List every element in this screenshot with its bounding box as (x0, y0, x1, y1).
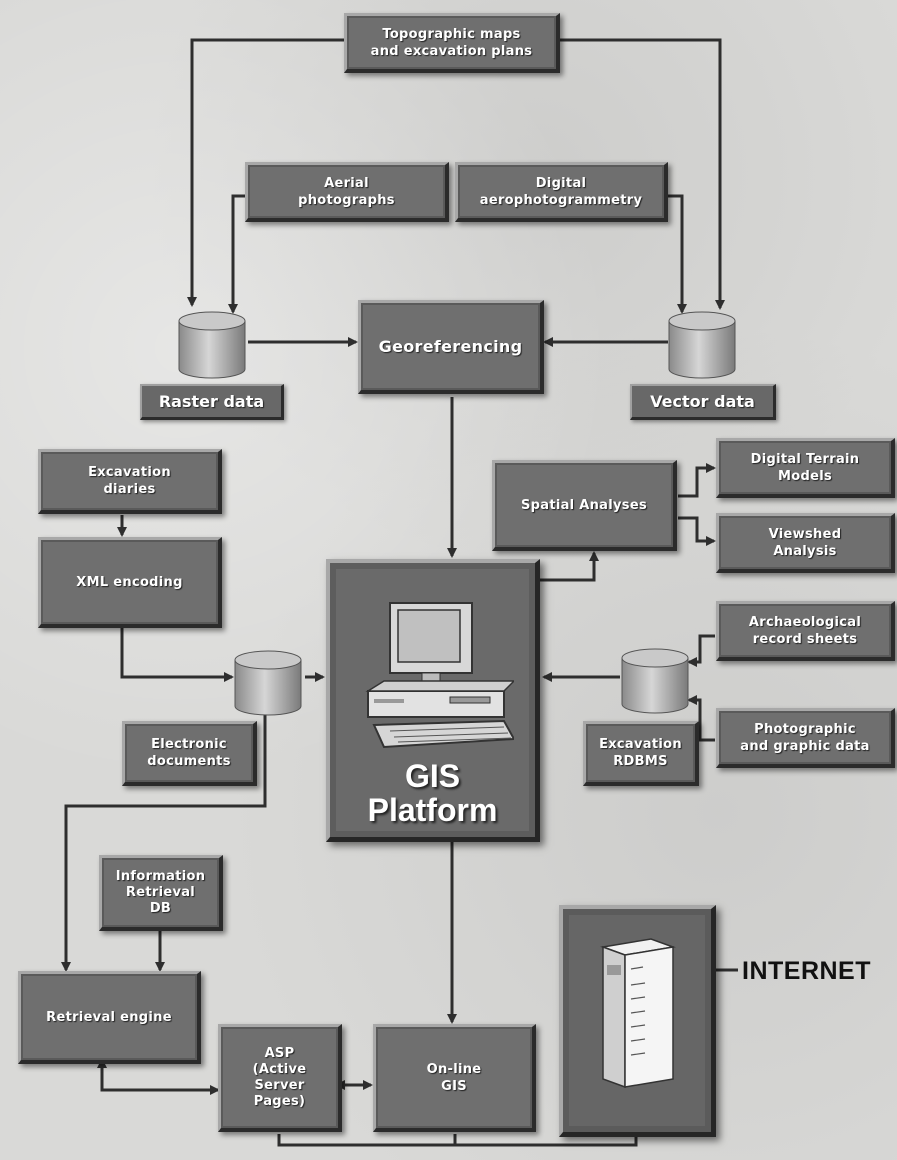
topographic-maps-box: Topographic maps and excavation plans (344, 13, 560, 73)
connector-bus-server (277, 1134, 638, 1147)
spatial-analyses-box: Spatial Analyses (492, 460, 677, 551)
connector-spatial-viewshed (678, 516, 716, 546)
vector-data-label: Vector data (630, 384, 776, 420)
excavation-diaries-box: Excavation diaries (38, 449, 222, 514)
connector-aerial-raster (228, 194, 246, 314)
connector-topo-raster (187, 38, 345, 307)
server-panel (559, 905, 716, 1137)
connector-db-retrieval (61, 712, 267, 972)
connector-xml-db (120, 628, 234, 682)
database-cylinder-icon (234, 650, 302, 716)
georeferencing-box: Georeferencing (358, 300, 544, 394)
asp-box: ASP (Active Server Pages) (218, 1024, 342, 1132)
aerial-photographs-box: Aerial photographs (245, 162, 449, 222)
photographic-graphic-data-box: Photographic and graphic data (716, 708, 895, 768)
viewshed-analysis-box: Viewshed Analysis (716, 513, 895, 573)
electronic-documents-box: Electronic documents (122, 721, 257, 786)
digital-aerophotogrammetry-box: Digital aerophotogrammetry (455, 162, 668, 222)
information-retrieval-db-box: Information Retrieval DB (99, 855, 223, 931)
connector-records-rdbms (687, 634, 715, 667)
xml-encoding-box: XML encoding (38, 537, 222, 628)
retrieval-engine-box: Retrieval engine (18, 971, 201, 1064)
online-gis-box: On-line GIS (373, 1024, 536, 1132)
connector-spatial-dtm (678, 463, 716, 498)
raster-data-label: Raster data (140, 384, 284, 420)
connector-gis-spatial (540, 551, 599, 582)
connector-topo-vector (560, 38, 725, 310)
database-cylinder-icon (668, 311, 736, 379)
database-cylinder-icon (621, 648, 689, 714)
internet-label: INTERNET (742, 957, 871, 985)
connector-photo-rdbms (687, 695, 715, 742)
server-rack-icon (600, 938, 676, 1089)
archaeological-record-sheets-box: Archaeological record sheets (716, 601, 895, 661)
computer-icon (365, 602, 514, 749)
excavation-rdbms-box: Excavation RDBMS (583, 721, 699, 786)
connector-digital-vector (668, 194, 687, 314)
digital-terrain-models-box: Digital Terrain Models (716, 438, 895, 498)
database-cylinder-icon (178, 311, 246, 379)
gis-platform-title: GIS Platform (367, 758, 498, 828)
gis-platform-panel: GIS Platform (326, 559, 540, 842)
connector-retrieval-asp (97, 1058, 220, 1095)
